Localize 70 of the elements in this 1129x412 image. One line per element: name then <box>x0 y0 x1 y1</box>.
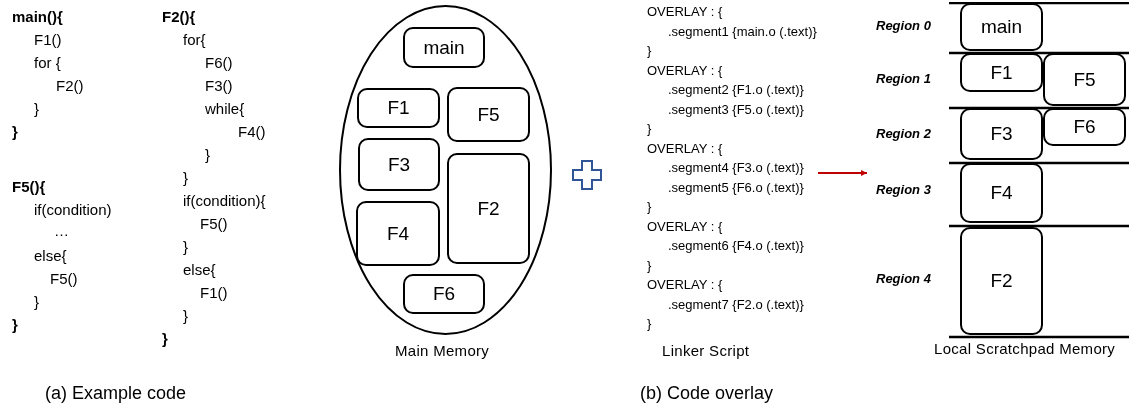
script-line: OVERLAY : { <box>647 64 723 79</box>
function-block: F1 <box>960 53 1043 92</box>
function-block: F6 <box>403 274 485 314</box>
script-line: .segment4 {F3.o (.text)} <box>668 161 804 176</box>
memory-caption: Local Scratchpad Memory <box>934 340 1116 357</box>
script-line: OVERLAY : { <box>647 278 723 293</box>
function-block: F5 <box>1043 53 1126 106</box>
code-line: F6() <box>205 54 233 72</box>
script-line: OVERLAY : { <box>647 5 723 20</box>
function-block: F2 <box>447 153 530 264</box>
script-line: } <box>647 317 652 332</box>
code-line: main(){ <box>12 8 63 26</box>
code-line: F4() <box>238 123 266 141</box>
script-line: .segment7 {F2.o (.text)} <box>668 298 804 313</box>
region-label: Region 4 <box>876 272 931 287</box>
region-label: Region 1 <box>876 72 931 87</box>
script-line: .segment2 {F1.o (.text)} <box>668 83 804 98</box>
code-line: else{ <box>34 247 67 265</box>
function-block: F4 <box>356 201 440 266</box>
function-block: F3 <box>358 138 440 191</box>
code-line: if(condition){ <box>183 192 266 210</box>
script-line: } <box>647 44 652 59</box>
function-block: F1 <box>357 88 440 128</box>
script-line: OVERLAY : { <box>647 220 723 235</box>
code-line: F1() <box>34 31 62 49</box>
code-line: F2(){ <box>162 8 196 26</box>
script-line: .segment1 {main.o (.text)} <box>668 25 817 40</box>
code-line: F3() <box>205 77 233 95</box>
function-block: F5 <box>447 87 530 142</box>
code-line: F5(){ <box>12 178 46 196</box>
code-line: } <box>183 238 188 256</box>
code-line: } <box>12 316 18 334</box>
function-block: F2 <box>960 227 1043 335</box>
script-line: .segment3 {F5.o (.text)} <box>668 103 804 118</box>
code-line: for { <box>34 54 61 72</box>
code-line: F1() <box>200 284 228 302</box>
code-line: for{ <box>183 31 206 49</box>
script-line: } <box>647 200 652 215</box>
region-label: Region 3 <box>876 183 931 198</box>
code-line: else{ <box>183 261 216 279</box>
function-block: F6 <box>1043 108 1126 146</box>
code-line: } <box>183 169 188 187</box>
script-line: .segment6 {F4.o (.text)} <box>668 239 804 254</box>
script-line: } <box>647 122 652 137</box>
function-block: F3 <box>960 108 1043 160</box>
arrow <box>817 170 868 176</box>
region-label: Region 2 <box>876 127 931 142</box>
memory-caption: Main Memory <box>395 342 490 359</box>
code-line: } <box>162 330 168 348</box>
code-line: while{ <box>205 100 245 118</box>
memory-caption: Linker Script <box>662 342 750 359</box>
code-line: F2() <box>56 77 84 95</box>
code-line: … <box>54 222 69 240</box>
figure-caption: (b) Code overlay <box>640 383 774 404</box>
figure-caption: (a) Example code <box>45 383 187 404</box>
code-line: } <box>34 293 39 311</box>
script-line: .segment5 {F6.o (.text)} <box>668 181 804 196</box>
function-block: main <box>960 3 1043 51</box>
code-line: F5() <box>200 215 228 233</box>
region-label: Region 0 <box>876 19 931 34</box>
code-line: } <box>34 100 39 118</box>
code-line: } <box>205 146 210 164</box>
code-line: if(condition) <box>34 201 112 219</box>
script-line: OVERLAY : { <box>647 142 723 157</box>
script-line: } <box>647 259 652 274</box>
function-block: F4 <box>960 163 1043 223</box>
code-line: F5() <box>50 270 78 288</box>
code-line: } <box>12 123 18 141</box>
function-block: main <box>403 27 485 68</box>
code-line: } <box>183 307 188 325</box>
